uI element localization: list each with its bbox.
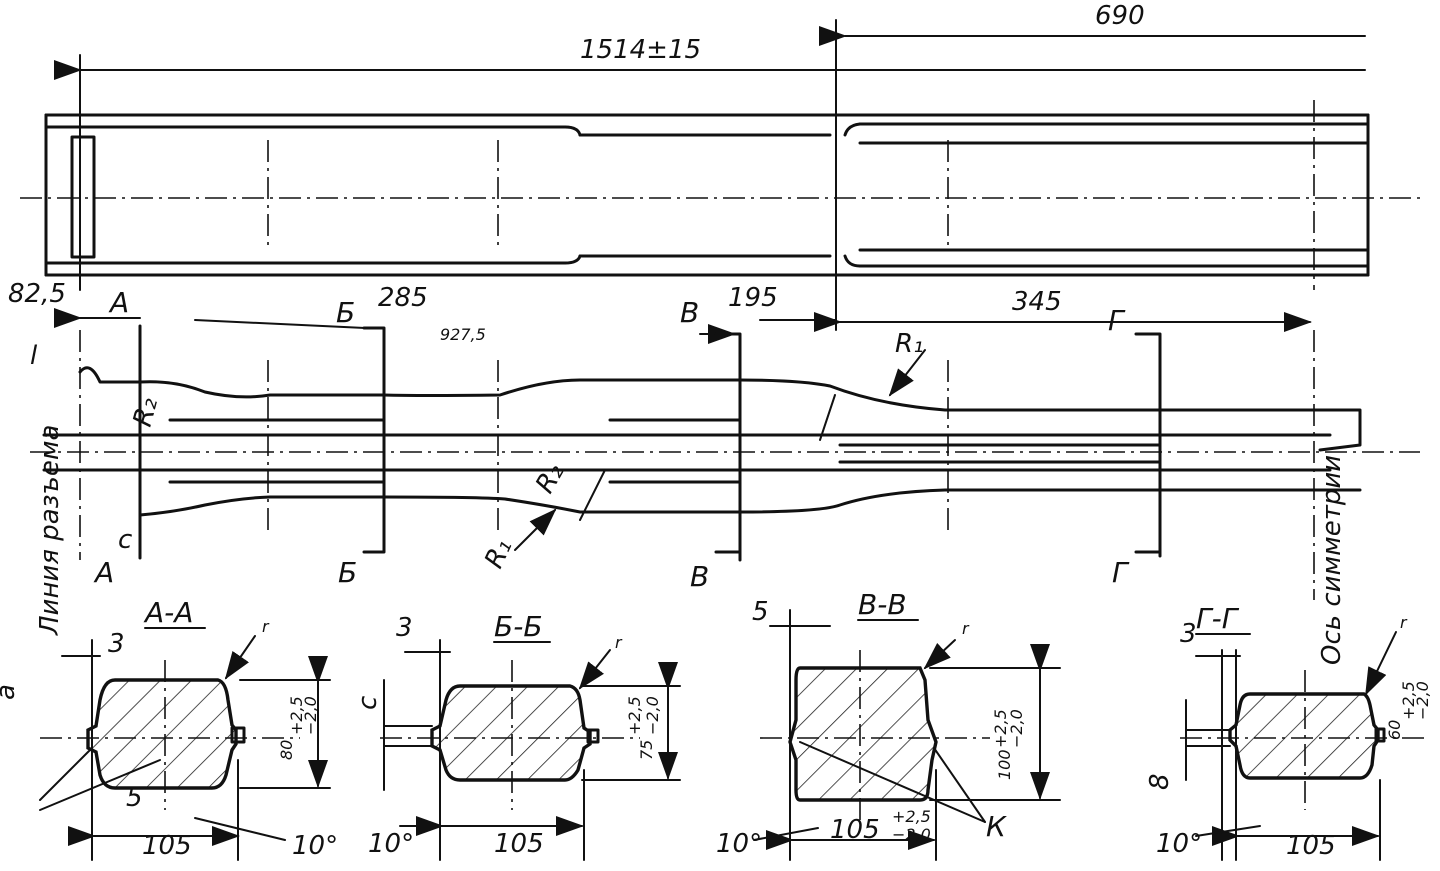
dim-a: 82,5 bbox=[8, 279, 66, 309]
section-height: 75 bbox=[637, 740, 656, 760]
section-b-b: Б-Б 105 3 75 +2,5 −2,0 10° r c bbox=[353, 610, 681, 861]
letter-l: l bbox=[30, 341, 38, 371]
dim-right-345: 345 bbox=[1012, 287, 1062, 317]
section-height: 60 bbox=[1385, 720, 1404, 740]
section-radius: r bbox=[615, 633, 623, 652]
axis-label-right: Ось симметрии bbox=[1317, 455, 1347, 665]
section-width-tol-up: +2,5 bbox=[892, 807, 931, 826]
section-left: a bbox=[0, 684, 21, 700]
section-height-tol-dn: −2,0 bbox=[1413, 681, 1432, 720]
dim-total: 1514±15 bbox=[580, 35, 701, 65]
section-height-tol-dn: −2,0 bbox=[1007, 709, 1026, 748]
section-title: Г-Г bbox=[1196, 602, 1240, 635]
section-height-tol-dn: −2,0 bbox=[643, 696, 662, 735]
section-v-v: В-В 105 +2,5 −2,0 5 100 +2,5 −2,0 10° r … bbox=[716, 588, 1061, 861]
radius-r2-left: R₂ bbox=[128, 395, 164, 430]
section-width-tol-dn: −2,0 bbox=[892, 825, 931, 844]
section-radius: r bbox=[962, 619, 970, 638]
section-radius: r bbox=[262, 617, 270, 636]
section-width: 105 bbox=[1286, 831, 1336, 861]
section-width: 105 bbox=[494, 829, 544, 859]
section-angle: 10° bbox=[1156, 829, 1202, 859]
dim-mid-v: 195 bbox=[728, 283, 778, 313]
section-title: Б-Б bbox=[494, 610, 543, 643]
section-flash: 5 bbox=[752, 597, 769, 627]
section-flash: 3 bbox=[1180, 619, 1197, 649]
radius-r1-top: R₁ bbox=[895, 329, 924, 359]
section-flash: 3 bbox=[108, 629, 125, 659]
cut-label-a-bottom: А bbox=[93, 556, 114, 589]
cut-label-v-bottom: В bbox=[690, 560, 709, 593]
section-angle: 10° bbox=[292, 831, 338, 861]
dim-right: 690 bbox=[1095, 1, 1145, 31]
section-height: 80 bbox=[277, 740, 296, 760]
section-angle: 10° bbox=[368, 829, 414, 859]
cut-label-v-top: В bbox=[680, 296, 699, 329]
section-angle: 10° bbox=[716, 829, 762, 859]
section-left: c bbox=[353, 696, 383, 710]
section-marker: К bbox=[986, 810, 1007, 843]
section-height-tol-up: +2,5 bbox=[1399, 681, 1418, 720]
cut-label-a-top: А bbox=[108, 286, 129, 319]
section-g-g: Г-Г 105 3 60 +2,5 −2,0 10° r 8 bbox=[1145, 602, 1432, 861]
radius-r1-bottom: R₁ bbox=[479, 534, 518, 573]
section-radius: r bbox=[1400, 613, 1408, 632]
letter-c: с bbox=[118, 525, 132, 555]
dim-mid-b: 285 bbox=[378, 283, 428, 313]
section-width: 105 bbox=[830, 815, 880, 845]
cut-label-g-top: Г bbox=[1108, 304, 1126, 337]
section-height: 100 bbox=[995, 749, 1014, 780]
section-offset: 5 bbox=[126, 783, 143, 813]
dim-overall: 927,5 bbox=[440, 325, 486, 344]
radius-r2-mid: R₂ bbox=[530, 459, 570, 499]
top-view: 1514±15 690 bbox=[20, 1, 1420, 331]
axis-label-left: Линия разъема bbox=[35, 425, 65, 636]
section-left: 8 bbox=[1145, 773, 1175, 790]
section-height-tol-up: +2,5 bbox=[625, 696, 644, 735]
section-width: 105 bbox=[142, 831, 192, 861]
cut-label-b-top: Б bbox=[336, 296, 355, 329]
section-title: А-А bbox=[143, 596, 193, 629]
section-flash: 3 bbox=[396, 613, 413, 643]
cut-label-g-bottom: Г bbox=[1112, 556, 1130, 589]
cut-label-b-bottom: Б bbox=[338, 556, 357, 589]
section-a-a: А-А 105 5 3 80 +2,5 −2,0 10° r a bbox=[0, 596, 338, 861]
side-view: 82,5 А 285 Б 927,5 В 195 345 Г R₁ А Б В … bbox=[8, 279, 1420, 665]
section-height-tol-up: +2,5 bbox=[991, 709, 1010, 748]
section-height-tol-dn: −2,0 bbox=[301, 696, 320, 735]
section-title: В-В bbox=[858, 588, 907, 621]
section-height-tol-up: +2,5 bbox=[287, 696, 306, 735]
